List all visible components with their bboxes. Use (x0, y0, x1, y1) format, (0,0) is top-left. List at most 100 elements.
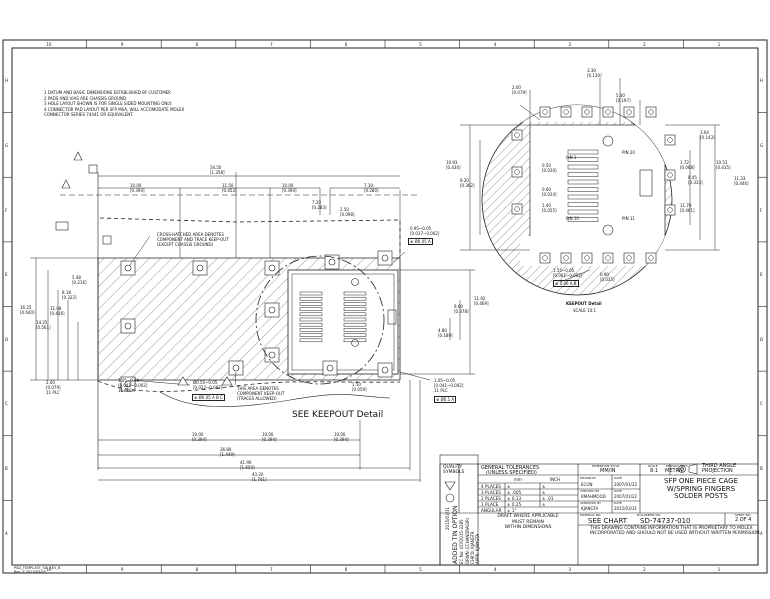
detail-scale: SCALE 10:1 (573, 308, 597, 313)
fcf-main-2: ⊕ Ø0.05 A (408, 238, 433, 245)
dim-11-50: 11.50[0.453] (222, 183, 237, 193)
zone-label-col: 5 (419, 567, 422, 572)
zone-label-row: H (760, 78, 764, 84)
dim-36-80: 36.80[1.449] (220, 447, 235, 457)
tb-date-label-2: DATE (614, 489, 622, 493)
zone-label-col: 10 (46, 567, 52, 572)
zone-label-col: 4 (493, 42, 497, 47)
tb-approved-date: 2015/03/31 (614, 506, 638, 511)
dim-16-25: 16.25[0.640] (20, 305, 35, 315)
zone-ticks (3, 40, 767, 573)
det-fcf: ⊕ 0.06 A B (553, 280, 579, 287)
tb-material-label: MATERIAL NO. (580, 513, 602, 517)
pin-11-label: PIN 11 (622, 216, 635, 221)
zone-label-col: 8 (195, 567, 199, 572)
tolerance-cell: ANGULAR (481, 507, 502, 513)
zone-label-col: 6 (344, 42, 348, 47)
zone-label-row: D (760, 336, 764, 342)
dim-1-50: 1.50[0.059] (352, 382, 367, 392)
projection-symbol (444, 463, 698, 503)
tb-drawn-by: ECON (581, 482, 593, 487)
tb-docno: SD-74737-010 (640, 517, 691, 525)
tb-approved-by: KJANGTA (581, 506, 599, 511)
dim-2-00: 2.00[0.079]11 PLC (46, 380, 61, 395)
component-note: THIS AREA DENOTES COMPONENT KEEP-OUT (TR… (237, 386, 285, 401)
tolerance-cell: ± (542, 501, 546, 507)
zone-label-col: 5 (419, 42, 422, 47)
tolerance-cell: ± 0.13 (507, 495, 522, 501)
dim-8-18: 8.18[0.322] (62, 290, 77, 300)
tolerance-cell: 3 PLACES (481, 489, 501, 495)
zone-label-col: 4 (493, 567, 497, 572)
connector-keepout (287, 269, 399, 375)
zone-label-row: H (5, 78, 9, 84)
tolerance-cell: ± 0.25 (507, 501, 522, 507)
tb-material: SEE CHART (588, 517, 628, 525)
rev-ec: EC No: UCP2015-3285 (459, 519, 464, 564)
dim-9-60: 9.60[0.378] (454, 304, 469, 314)
det-dim-11-70: 11.70[0.461] (680, 203, 695, 213)
dim-5-48: 5.48[0.216] (72, 275, 87, 285)
tolerance-cell: ± (507, 483, 511, 489)
main-plan-view (30, 151, 475, 482)
tb-mm: mm (514, 477, 522, 482)
zone-label-col: 9 (120, 567, 124, 572)
dim-4-80: 4.80[0.189] (438, 328, 453, 338)
zone-label-row: D (5, 336, 9, 342)
tb-docno-label: DOCUMENT NO. (637, 513, 661, 517)
rev-description: ADDED TIN OPTION (452, 505, 459, 564)
tolerance-cell: ± (542, 483, 546, 489)
tolerance-cell: 1 PLACE (481, 501, 499, 507)
det-dim-10-93: 10.93[0.430] (446, 160, 461, 170)
zone-label-col: 2 (643, 567, 646, 572)
tb-scale-label: SCALE (648, 464, 658, 468)
zone-label-row: E (760, 272, 763, 278)
note-line: 3 HOLE LAYOUT SHOWN IS FOR SINGLE SIDED … (44, 101, 172, 106)
note-line: CONNECTOR SERIES 74441 OR EQUIVALENT. (44, 112, 134, 117)
dim-41-90: 41.90[1.650] (240, 460, 255, 470)
dim-b-10-00c: 10.00[0.394] (334, 432, 349, 442)
zone-label-col: 1 (717, 567, 721, 572)
dim-11-08: 11.08[0.436] (50, 306, 65, 316)
zone-label-row: F (760, 207, 763, 213)
zone-label-col: 9 (120, 42, 124, 47)
det-dim-10-53: 10.53[0.415] (716, 160, 731, 170)
tb-inch: INCH (550, 477, 560, 482)
revision-box (439, 454, 479, 566)
det-dim-1-40: 1.40[0.055] (542, 203, 557, 213)
zone-label-col: 1 (717, 42, 721, 47)
dim-b-10-00b: 10.00[0.394] (262, 432, 277, 442)
det-dim-2-00: 2.00[0.079] (512, 85, 527, 95)
general-notes: 1 DATUM AND BASIC DIMENSIONS ESTABLISHED… (44, 90, 184, 118)
zone-label-row: A (760, 530, 763, 536)
det-dim-9-20: 9.20[0.362] (460, 178, 475, 188)
det-dim-11-33: 11.33[0.446] (734, 176, 749, 186)
tolerance-cell: ± (542, 489, 546, 495)
rev-approved: APPR: KJANGTA (475, 533, 480, 564)
zone-label-row: F (5, 207, 8, 213)
tolerance-cell: 2 PLACES (481, 495, 501, 501)
pin-1-label: PIN 1 (566, 155, 577, 160)
zone-label-row: B (5, 466, 8, 472)
dim-0-95: 0.95~0.05[0.037~0.002] (410, 226, 440, 236)
zone-label-col: 7 (270, 42, 273, 47)
fcf-main-1: ⊕ Ø0.05 A B C (192, 394, 225, 401)
zone-label-row: G (760, 142, 764, 148)
tb-design-units-label: DESIGN UNITS (666, 464, 688, 468)
dim-14-25: 14.25[0.561] (36, 320, 51, 330)
tb-date-label-3: DATE (614, 501, 622, 505)
zone-label-row: C (760, 401, 763, 407)
zone-label-col: 10 (46, 42, 52, 47)
dim-1-05-left: 1.05~0.05[0.041~0.002]11 PLC (118, 378, 148, 393)
dim-10-00: 10.00[0.394] (130, 183, 145, 193)
det-dim-5-00: 5.00[0.197] (616, 93, 631, 103)
zone-label-col: 8 (195, 42, 199, 47)
dim-0-55: Ø0.55~0.05[0.022~0.002] (193, 380, 223, 390)
keepout-detail-view (460, 78, 720, 296)
detail-title: KEEPOUT Detail (566, 301, 602, 306)
